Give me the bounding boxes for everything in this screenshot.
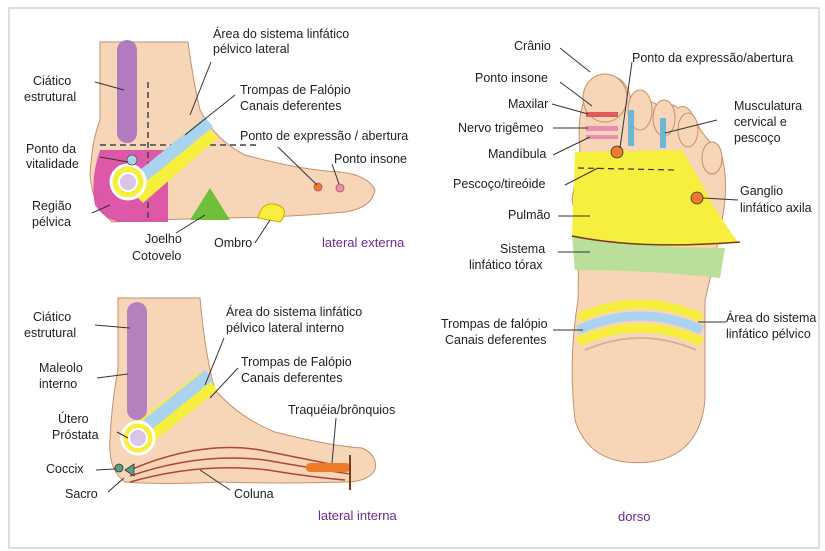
cervical-zone-1 bbox=[628, 110, 634, 146]
label-ciatico-2: estrutural bbox=[24, 90, 76, 104]
label-ganglio-2: linfático axila bbox=[740, 201, 812, 215]
label-ponto-vit-1: Ponto da bbox=[26, 142, 76, 156]
label-ponto-vit-2: vitalidade bbox=[26, 157, 79, 171]
label-cotovelo: Cotovelo bbox=[132, 249, 181, 263]
label-mandibula: Mandíbula bbox=[488, 147, 546, 161]
label-trompas-2: Canais deferentes bbox=[240, 99, 341, 113]
leader-line bbox=[96, 469, 115, 470]
label-ponto-insone: Ponto insone bbox=[475, 71, 548, 85]
mandible-band bbox=[586, 135, 618, 139]
insomnia-point bbox=[336, 184, 344, 192]
vitality-point bbox=[127, 155, 137, 165]
label-trompas-2: Canais deferentes bbox=[241, 371, 342, 385]
leader-line bbox=[108, 478, 124, 492]
label-pescoco: Pescoço/tireóide bbox=[453, 177, 545, 191]
label-pulmao: Pulmão bbox=[508, 208, 550, 222]
label-coccix: Coccix bbox=[46, 462, 84, 476]
label-trompas-2: Canais deferentes bbox=[445, 333, 546, 347]
label-ponto-insone: Ponto insone bbox=[334, 152, 407, 166]
label-area-1: Área do sistema linfático bbox=[213, 26, 349, 41]
uterus-inner bbox=[129, 429, 147, 447]
caption-dorso: dorso bbox=[618, 509, 651, 524]
toe-5 bbox=[702, 142, 722, 174]
label-ponto-expr: Ponto da expressão/abertura bbox=[632, 51, 793, 65]
label-nervo: Nervo trigêmeo bbox=[458, 121, 543, 135]
label-area-1: Área do sistema linfático bbox=[226, 304, 362, 319]
label-maxilar: Maxilar bbox=[508, 97, 548, 111]
expression-point bbox=[611, 146, 623, 158]
label-cranio: Crânio bbox=[514, 39, 551, 53]
label-area-2: linfático pélvico bbox=[726, 327, 811, 341]
label-trompas-1: Trompas de falópio bbox=[441, 317, 548, 331]
sciatic-zone bbox=[127, 302, 147, 420]
maxilla-band bbox=[586, 112, 618, 117]
label-maleolo-2: interno bbox=[39, 377, 77, 391]
foot-dorso bbox=[572, 74, 740, 463]
label-trompas-1: Trompas de Falópio bbox=[241, 355, 352, 369]
label-sistema-1: Sistema bbox=[500, 242, 545, 256]
trachea-zone bbox=[306, 463, 350, 472]
label-regiao-1: Região bbox=[32, 199, 72, 213]
leader-line bbox=[560, 48, 590, 72]
label-area-2: pélvico lateral bbox=[213, 42, 289, 56]
axilla-node bbox=[691, 192, 703, 204]
sciatic-zone bbox=[117, 40, 137, 143]
label-ombro: Ombro bbox=[214, 236, 252, 250]
label-ciatico-1: Ciático bbox=[33, 310, 71, 324]
label-ponto-expr: Ponto de expressão / abertura bbox=[240, 129, 408, 143]
label-area-2: pélvico lateral interno bbox=[226, 321, 344, 335]
label-ciatico-1: Ciático bbox=[33, 74, 71, 88]
label-trompas-1: Trompas de Falópio bbox=[240, 83, 351, 97]
label-musc-3: pescoço bbox=[734, 131, 781, 145]
vitality-inner bbox=[119, 173, 137, 191]
label-prostata: Próstata bbox=[52, 428, 99, 442]
label-regiao-2: pélvica bbox=[32, 215, 71, 229]
label-joelho: Joelho bbox=[145, 232, 182, 246]
label-sacro: Sacro bbox=[65, 487, 98, 501]
label-utero: Útero bbox=[58, 411, 89, 426]
toe-4 bbox=[678, 113, 698, 147]
expression-point bbox=[314, 183, 322, 191]
coccyx-point bbox=[115, 464, 123, 472]
label-area-1: Área do sistema bbox=[726, 310, 816, 325]
leader-line bbox=[210, 368, 238, 398]
leader-line bbox=[255, 220, 270, 243]
caption-lateral-externa: lateral externa bbox=[322, 235, 405, 250]
label-maleolo-1: Maleolo bbox=[39, 361, 83, 375]
label-sistema-2: linfático tórax bbox=[469, 258, 543, 272]
label-ciatico-2: estrutural bbox=[24, 326, 76, 340]
caption-lateral-interna: lateral interna bbox=[318, 508, 398, 523]
label-ganglio-1: Ganglio bbox=[740, 184, 783, 198]
label-musc-1: Musculatura bbox=[734, 99, 802, 113]
trigeminal-band bbox=[586, 126, 618, 131]
label-coluna: Coluna bbox=[234, 487, 274, 501]
label-traqueia: Traquéia/brônquios bbox=[288, 403, 395, 417]
label-musc-2: cervical e bbox=[734, 115, 787, 129]
